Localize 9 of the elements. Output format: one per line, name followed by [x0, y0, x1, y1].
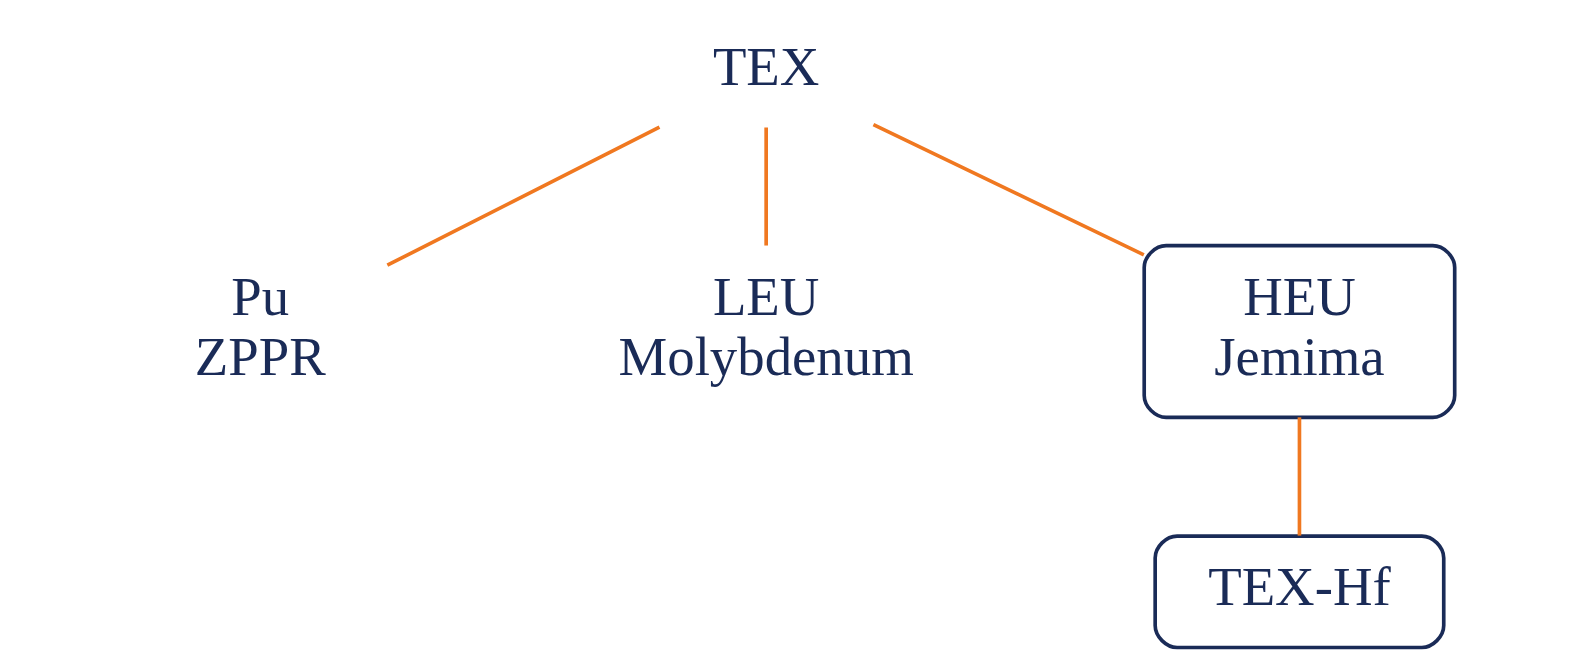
- connector: [1297, 417, 1302, 536]
- connector: [764, 127, 768, 246]
- node-text: LEU Molybdenum: [618, 266, 914, 388]
- node-text: TEX: [712, 35, 820, 97]
- node-box: HEU Jemima: [1142, 243, 1457, 420]
- connector: [872, 123, 1145, 257]
- node-text: Pu ZPPR: [194, 266, 326, 388]
- node-box: TEX-Hf: [1153, 534, 1446, 650]
- connector: [386, 125, 661, 267]
